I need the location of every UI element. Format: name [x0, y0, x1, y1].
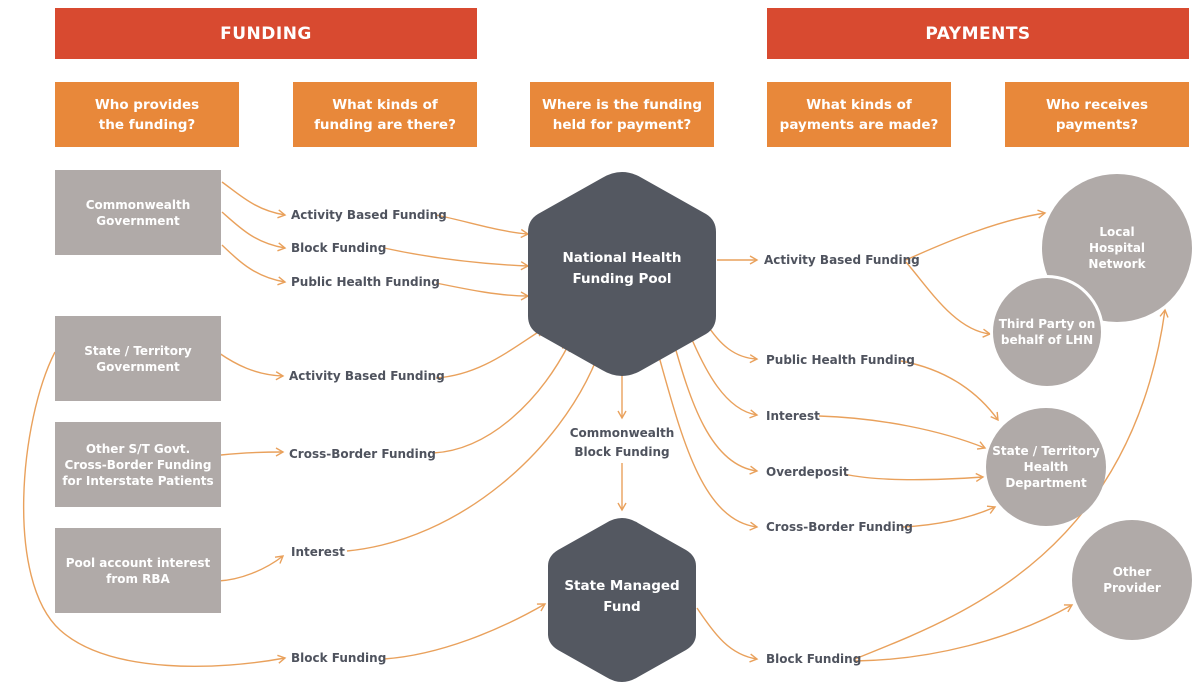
funding-label-cw-block: Block Funding: [291, 241, 387, 255]
recipient-other-provider: Other Provider: [1072, 520, 1192, 640]
payment-label-abf: Activity Based Funding: [764, 253, 920, 267]
arrow-cross-border-to-st-health: [902, 505, 997, 528]
arrow-abf-to-lhn: [905, 209, 1047, 261]
arrow-overdeposit-to-st-health: [843, 472, 985, 483]
payment-label-block: Block Funding: [766, 652, 862, 666]
arrow-cw-to-abf: [221, 181, 287, 219]
state-managed-fund-label: State Managed Fund: [564, 578, 680, 615]
arrow-block-to-other-provider: [854, 604, 1074, 662]
question-kinds-of-funding: What kinds of funding are there?: [293, 82, 477, 147]
question-kinds-of-payments: What kinds of payments are made?: [767, 82, 951, 147]
payments-header: PAYMENTS: [767, 8, 1189, 59]
commonwealth-block-funding-label: Commonwealth Block Funding: [569, 426, 675, 459]
funding-label-cross-border: Cross-Border Funding: [289, 447, 436, 461]
arrow-state-to-abf: [218, 352, 285, 381]
question-who-receives: Who receives payments?: [1005, 82, 1189, 147]
arrow-st-abf-to-pool: [435, 328, 545, 379]
arrow-interest-to-pool: [346, 356, 599, 552]
arrow-block-to-lhn: [854, 308, 1169, 660]
payment-label-cross-border: Cross-Border Funding: [766, 520, 913, 534]
arrow-pool-to-public-health-payment: [705, 322, 759, 364]
funding-label-st-block: Block Funding: [291, 651, 387, 665]
national-health-funding-pool-label: National Health Funding Pool: [562, 250, 682, 287]
provider-state-territory-government: State / Territory Government: [55, 316, 221, 401]
funding-header: FUNDING: [55, 8, 477, 59]
arrow-cw-to-public-health: [221, 244, 287, 286]
arrow-public-health-to-pool: [435, 282, 530, 301]
arrow-pool-to-interest-payment: [689, 334, 759, 419]
funding-label-st-abf: Activity Based Funding: [289, 369, 445, 383]
arrow-abf-to-third-party: [905, 261, 992, 338]
arrow-smf-to-block-payment: [696, 607, 759, 663]
arrow-state-to-st-block: [23, 351, 287, 667]
provider-other-st-govt-cross-border: Other S/T Govt. Cross-Border Funding for…: [55, 422, 221, 507]
arrow-abf-to-pool: [435, 214, 530, 239]
payment-label-public-health: Public Health Funding: [766, 353, 915, 367]
payment-label-overdeposit: Overdeposit: [766, 465, 849, 479]
question-where-held: Where is the funding held for payment?: [530, 82, 714, 147]
provider-commonwealth-government: Commonwealth Government: [55, 170, 221, 255]
recipient-third-party-lhn: Third Party on behalf of LHN: [990, 275, 1104, 389]
recipient-state-territory-health-department: State / Territory Health Department: [986, 408, 1106, 526]
arrow-public-health-to-st-health: [900, 360, 999, 422]
arrow-st-block-to-smf: [383, 603, 547, 660]
funding-label-interest: Interest: [291, 545, 345, 559]
arrow-cw-to-block: [221, 211, 287, 252]
arrow-rba-to-interest: [217, 555, 285, 582]
provider-pool-account-interest-rba: Pool account interest from RBA: [55, 528, 221, 613]
funding-label-cw-public-health: Public Health Funding: [291, 275, 440, 289]
arrow-interest-to-st-health: [818, 415, 987, 450]
arrow-block-to-pool: [383, 247, 530, 271]
question-who-provides: Who provides the funding?: [55, 82, 239, 147]
funding-label-cw-abf: Activity Based Funding: [291, 208, 447, 222]
arrow-pool-to-cross-border-payment: [655, 345, 759, 531]
arrow-other-st-to-cross-border: [220, 447, 285, 457]
payment-label-interest: Interest: [766, 409, 820, 423]
